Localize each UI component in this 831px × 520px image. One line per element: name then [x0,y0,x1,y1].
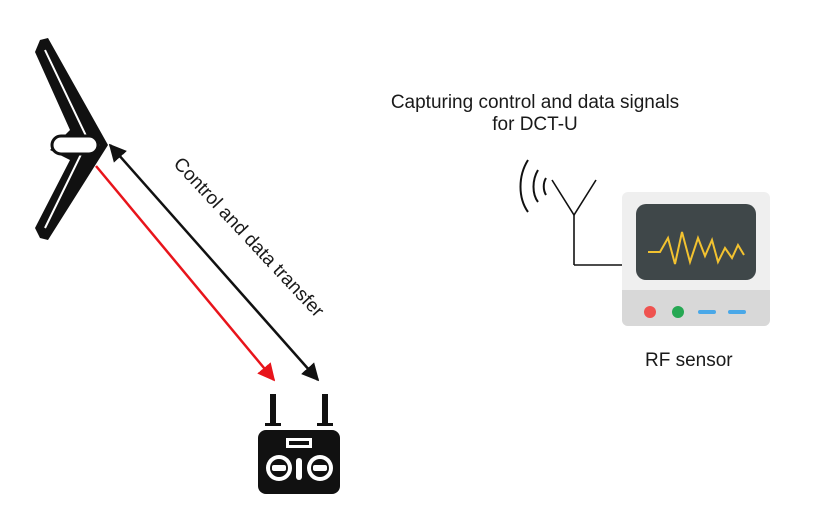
rf-sensor-label: RF sensor [645,350,733,371]
remote-controller-icon [258,394,340,494]
antenna-icon [551,179,622,266]
signal-waves-icon [519,159,547,213]
caption-line-1: Capturing control and data signals [390,92,680,113]
caption-line-2: for DCT-U [492,114,578,135]
link-arrow [108,143,320,382]
uplink-arrow [95,165,276,382]
diagram-caption: Capturing control and data signals for D… [360,92,710,136]
drone-icon [35,38,108,240]
rf-monitor-icon [622,192,770,326]
